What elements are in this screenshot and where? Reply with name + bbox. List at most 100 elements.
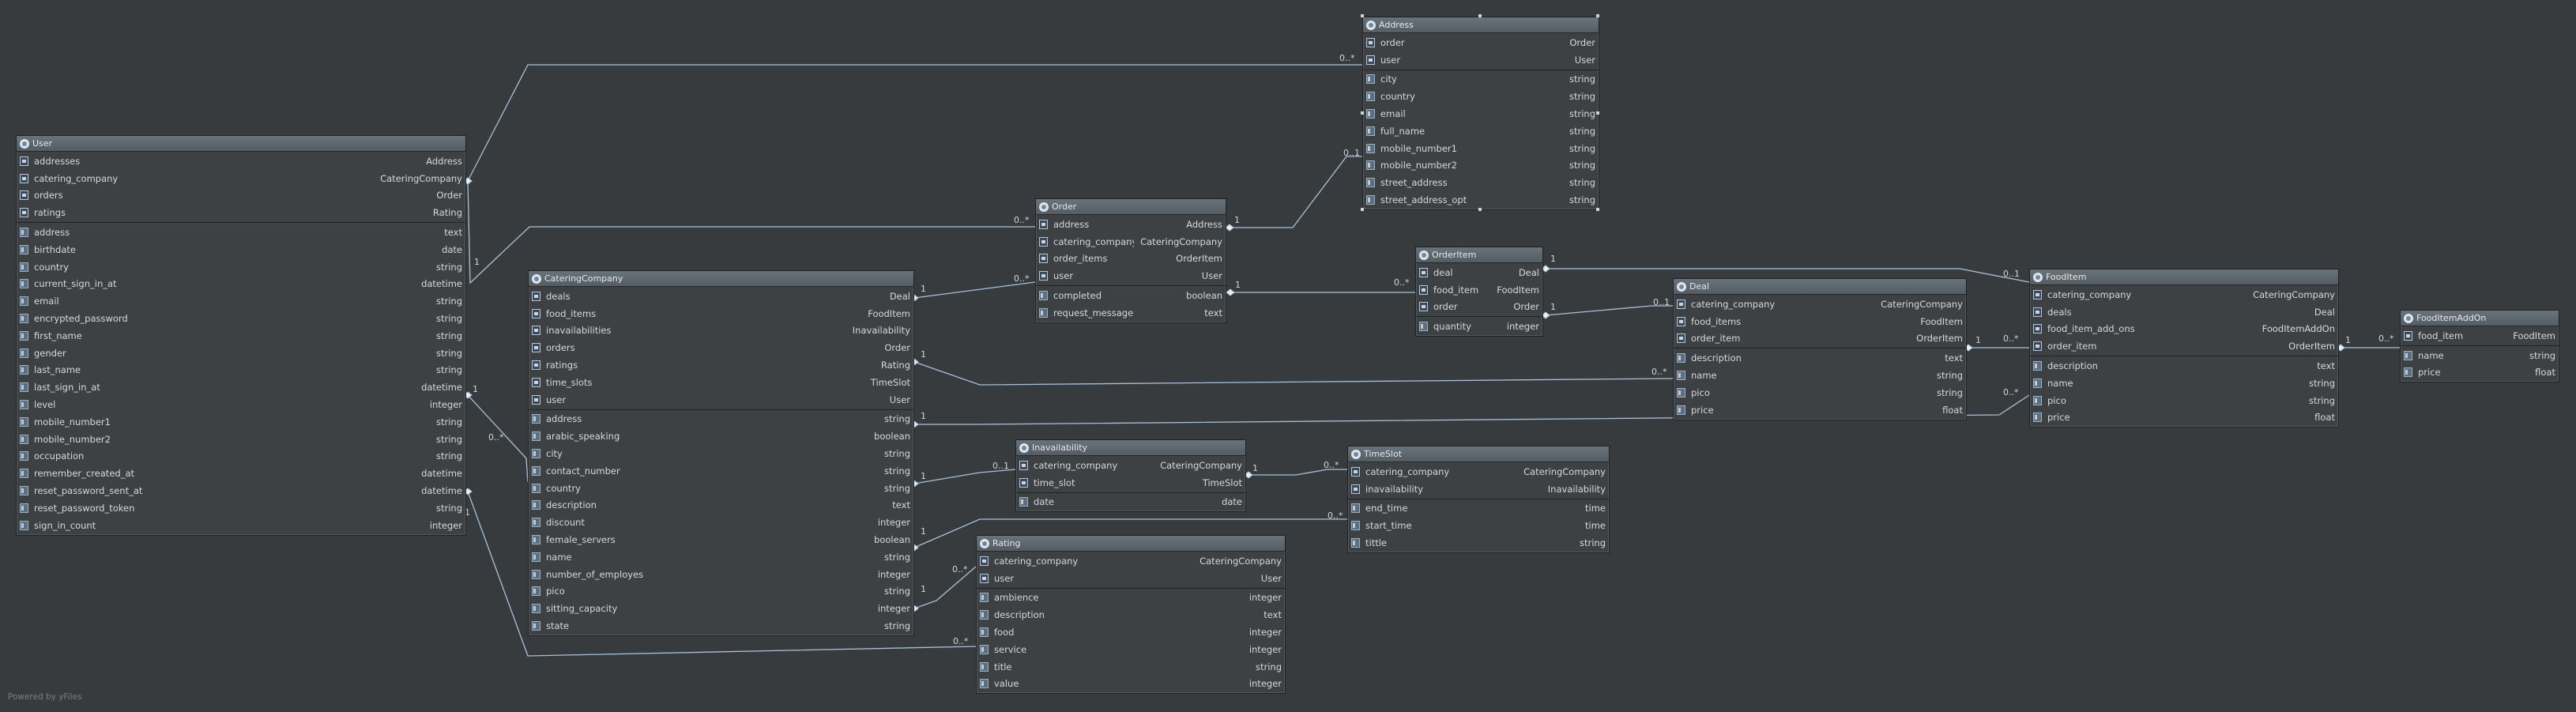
entity-header[interactable]: CateringCompany [529,271,913,287]
relationship-edge[interactable] [913,281,1036,299]
entity-header[interactable]: Address [1363,17,1599,33]
entity-header[interactable]: TimeSlot [1348,446,1609,462]
entity-header[interactable]: FoodItemAddOn [2401,311,2559,326]
entity-header[interactable]: Order [1036,199,1226,215]
relationship-edge[interactable] [1545,305,1673,316]
relationship-edge[interactable] [1248,469,1347,476]
selection-handle[interactable] [1361,208,1364,211]
selection-handle[interactable] [1361,14,1364,17]
relationship-edge[interactable] [467,394,529,483]
entity-header[interactable]: Inavailability [1016,440,1245,456]
relationship-edge[interactable] [1230,156,1362,228]
entity-header[interactable]: Rating [977,536,1285,552]
selection-handle[interactable] [1596,208,1599,211]
selection-handle[interactable] [1596,111,1599,115]
selection-handle[interactable] [1596,14,1599,17]
relationship-edge[interactable] [913,566,977,609]
entity-header[interactable]: FoodItem [2030,269,2338,285]
entity-header[interactable]: Deal [1674,279,1966,295]
relationship-edge[interactable] [913,361,1674,386]
